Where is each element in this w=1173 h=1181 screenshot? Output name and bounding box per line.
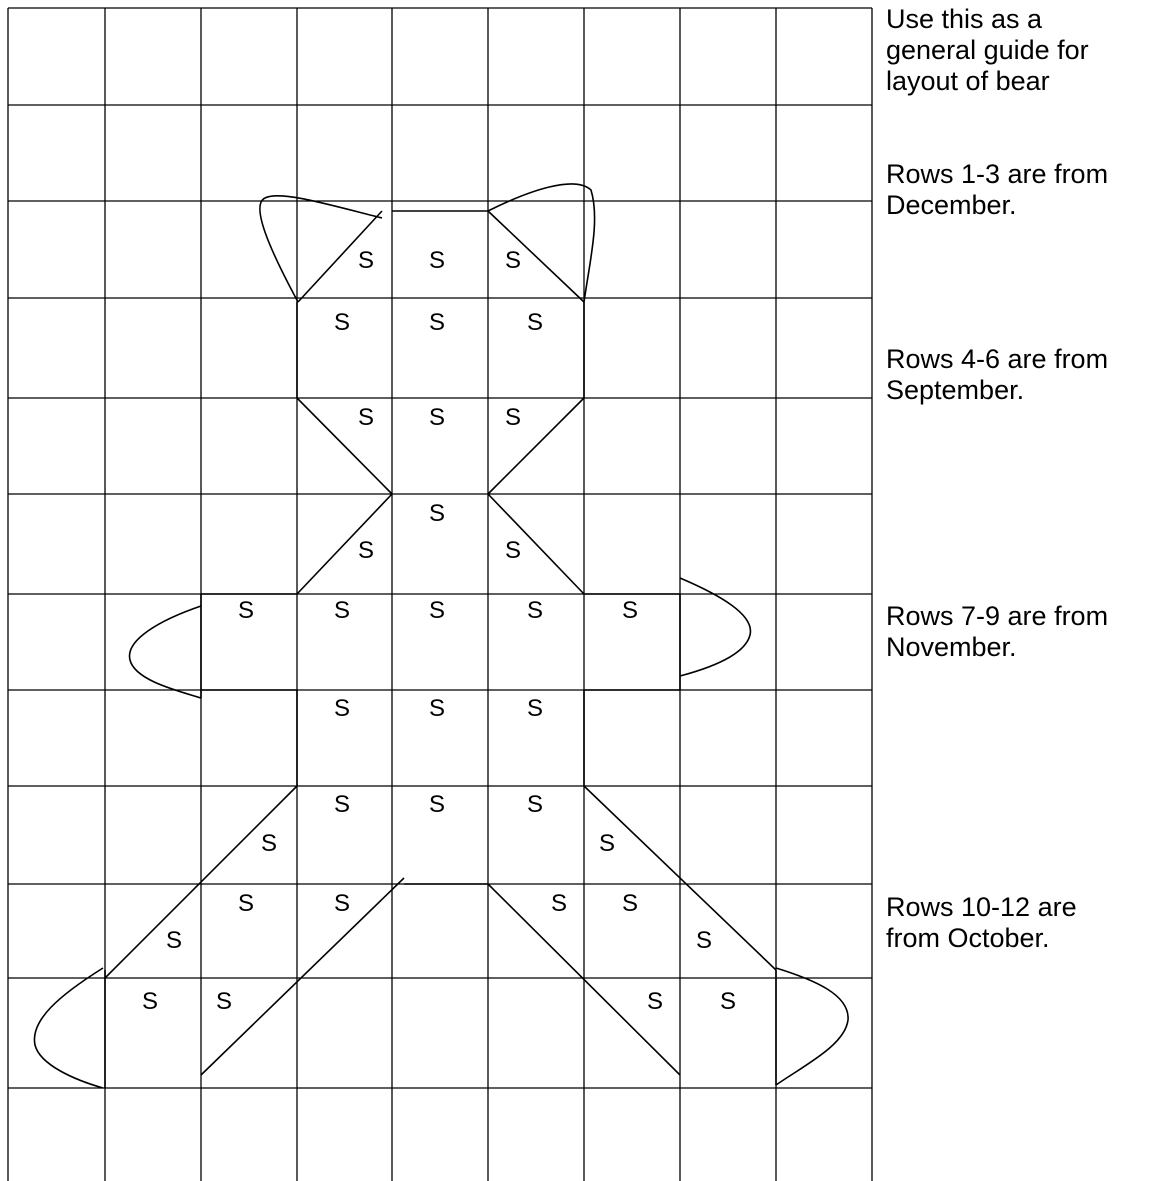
stitch-label: S	[429, 791, 445, 818]
stitch-label: S	[429, 695, 445, 722]
stitch-label: S	[599, 830, 615, 857]
guide-note-line: Use this as a	[886, 4, 1166, 35]
december-note: Rows 1-3 are from December.	[886, 159, 1166, 221]
stitch-label: S	[358, 537, 374, 564]
stitch-label: S	[527, 597, 543, 624]
stitch-label: S	[527, 309, 543, 336]
stitch-label: S	[505, 537, 521, 564]
stitch-label: S	[527, 791, 543, 818]
stitch-label: S	[358, 404, 374, 431]
stitch-label: S	[551, 890, 567, 917]
stitch-label: S	[622, 597, 638, 624]
stitch-label: S	[334, 890, 350, 917]
stitch-label: S	[429, 247, 445, 274]
stitch-label: S	[720, 988, 736, 1015]
december-note-line: Rows 1-3 are from	[886, 159, 1166, 190]
stitch-label: S	[216, 988, 232, 1015]
stitch-label: S	[238, 597, 254, 624]
stitch-label: S	[429, 597, 445, 624]
october-note: Rows 10-12 are from October.	[886, 892, 1166, 954]
guide-note-line: layout of bear	[886, 66, 1166, 97]
stitch-label: S	[166, 927, 182, 954]
guide-note-line: general guide for	[886, 35, 1166, 66]
stitch-label: S	[505, 247, 521, 274]
stitch-label: S	[505, 404, 521, 431]
stitch-label: S	[622, 890, 638, 917]
november-note: Rows 7-9 are from November.	[886, 601, 1166, 663]
december-note-line: December.	[886, 190, 1166, 221]
stitch-label: S	[647, 988, 663, 1015]
stitch-label: S	[527, 695, 543, 722]
stitch-label: S	[334, 309, 350, 336]
november-note-line: Rows 7-9 are from	[886, 601, 1166, 632]
stitch-label: S	[142, 988, 158, 1015]
september-note-line: September.	[886, 375, 1166, 406]
stitch-label: S	[238, 890, 254, 917]
november-note-line: November.	[886, 632, 1166, 663]
stitch-label: S	[334, 597, 350, 624]
stitch-label: S	[334, 695, 350, 722]
stitch-label: S	[429, 500, 445, 527]
stitch-label: S	[334, 791, 350, 818]
october-note-line: Rows 10-12 are	[886, 892, 1166, 923]
stitch-label: S	[429, 404, 445, 431]
september-note-line: Rows 4-6 are from	[886, 344, 1166, 375]
september-note: Rows 4-6 are from September.	[886, 344, 1166, 406]
october-note-line: from October.	[886, 923, 1166, 954]
guide-note: Use this as a general guide for layout o…	[886, 4, 1166, 97]
stitch-label: S	[358, 247, 374, 274]
stitch-label: S	[696, 927, 712, 954]
stitch-label: S	[261, 830, 277, 857]
stitch-label: S	[429, 309, 445, 336]
